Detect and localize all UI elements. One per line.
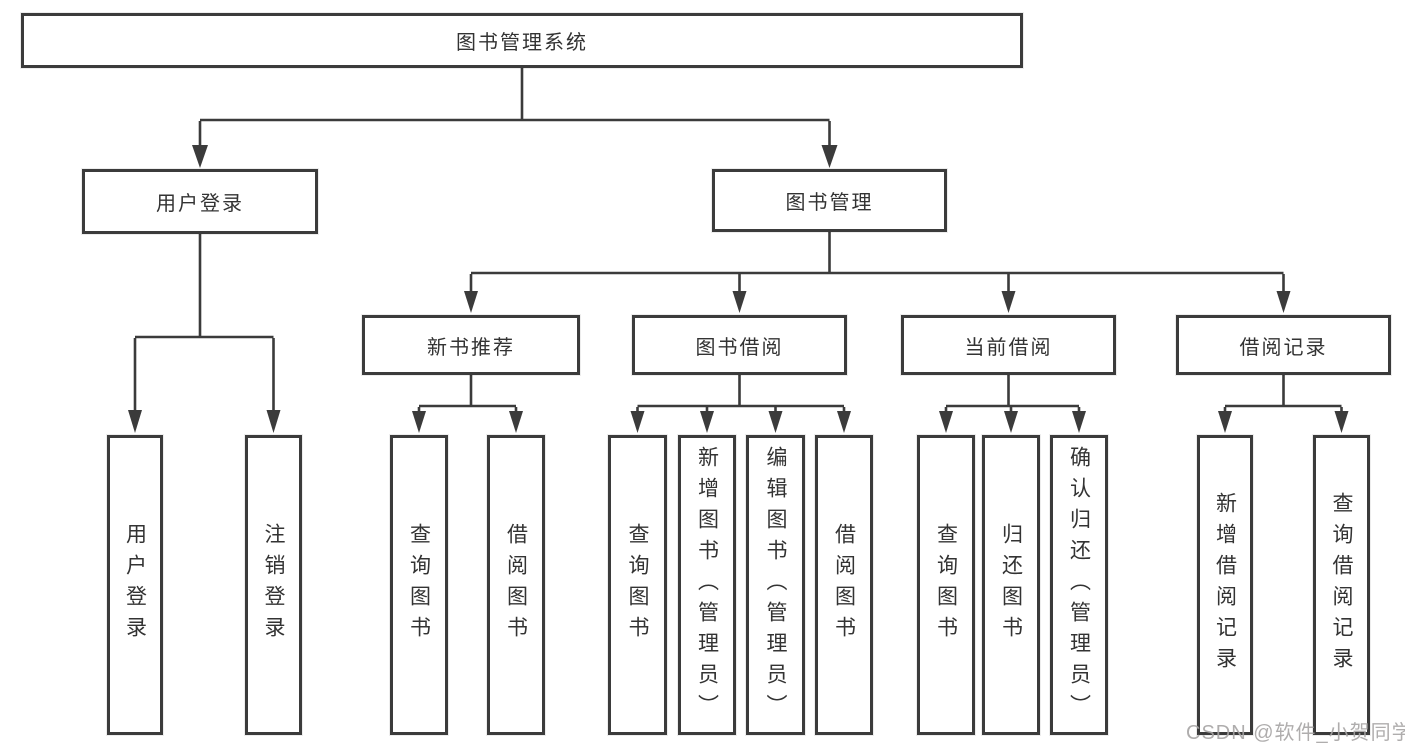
arrow-down-icon [1276, 291, 1291, 313]
arrow-down-icon [837, 411, 851, 433]
arrow-down-icon [939, 411, 953, 433]
connector-userlogin-to-leaves [133, 234, 275, 412]
node-label: 编辑图书（管理员） [764, 445, 787, 725]
leaf-add-book-admin: 新增图书（管理员） [678, 435, 736, 735]
leaf-query-books-3: 查询图书 [917, 435, 975, 735]
node-label: 注销登录 [262, 523, 285, 647]
node-label: 查询借阅记录 [1330, 492, 1353, 678]
node-current-borrow: 当前借阅 [901, 315, 1116, 375]
arrow-down-icon [464, 291, 478, 313]
node-label: 新增借阅记录 [1213, 492, 1237, 678]
node-book-borrow: 图书借阅 [632, 315, 847, 375]
leaf-add-borrow-record: 新增借阅记录 [1197, 435, 1253, 735]
node-label: 图书管理系统 [456, 32, 588, 54]
arrow-down-icon [1001, 291, 1016, 313]
node-label: 借阅记录 [1239, 336, 1328, 359]
leaf-query-books-2: 查询图书 [608, 435, 667, 735]
arrow-down-icon [630, 411, 645, 433]
arrow-down-icon [1218, 411, 1232, 433]
arrow-down-icon [128, 410, 142, 433]
node-label: 查询图书 [407, 523, 431, 647]
leaf-borrow-books-2: 借阅图书 [815, 435, 873, 735]
arrow-down-icon [821, 145, 838, 168]
csdn-watermark: CSDN @软件_小贺同学 [1186, 722, 1405, 744]
node-label: 确认归还（管理员） [1067, 445, 1091, 725]
leaf-confirm-return-admin: 确认归还（管理员） [1050, 435, 1108, 735]
connector-newbooks-to-leaves [417, 375, 518, 414]
node-label: 新增图书（管理员） [695, 445, 719, 725]
node-new-book-recommend: 新书推荐 [362, 315, 580, 375]
leaf-return-books: 归还图书 [982, 435, 1040, 735]
leaf-query-borrow-record: 查询借阅记录 [1313, 435, 1370, 735]
connector-root-to-level2 [198, 68, 831, 149]
node-label: 用户登录 [156, 193, 244, 215]
arrow-down-icon [732, 291, 747, 313]
node-label: 新书推荐 [427, 336, 515, 359]
node-label: 图书借阅 [695, 336, 784, 359]
node-root-system: 图书管理系统 [21, 13, 1023, 68]
leaf-borrow-books-1: 借阅图书 [487, 435, 545, 735]
node-label: 归还图书 [999, 523, 1023, 647]
node-borrow-records: 借阅记录 [1176, 315, 1391, 375]
connector-current-to-leaves [944, 375, 1081, 414]
leaf-edit-book-admin: 编辑图书（管理员） [746, 435, 805, 735]
arrow-down-icon [266, 410, 281, 433]
leaf-logout: 注销登录 [245, 435, 302, 735]
node-label: 用户登录 [123, 523, 147, 647]
connector-records-to-leaves [1223, 375, 1343, 414]
node-label: 图书管理 [785, 192, 874, 214]
connector-bookmgmt-to-level3 [469, 232, 1285, 294]
arrow-down-icon [1004, 411, 1018, 433]
node-book-management: 图书管理 [712, 169, 947, 232]
leaf-query-books-1: 查询图书 [390, 435, 448, 735]
node-label: 当前借阅 [964, 336, 1053, 359]
arrow-down-icon [1334, 411, 1349, 433]
arrow-down-icon [768, 411, 783, 433]
node-label: 查询图书 [934, 523, 958, 647]
arrow-down-icon [509, 411, 523, 433]
arrow-down-icon [412, 411, 426, 433]
arrow-down-icon [700, 411, 714, 433]
arrowheads [128, 145, 1349, 433]
node-label: 借阅图书 [832, 523, 856, 647]
node-label: 查询图书 [626, 523, 649, 647]
connector-borrow-to-leaves [636, 375, 846, 414]
leaf-user-login: 用户登录 [107, 435, 163, 735]
arrow-down-icon [192, 145, 208, 168]
node-label: 借阅图书 [504, 523, 528, 647]
arrow-down-icon [1072, 411, 1086, 433]
node-user-login: 用户登录 [82, 169, 318, 234]
